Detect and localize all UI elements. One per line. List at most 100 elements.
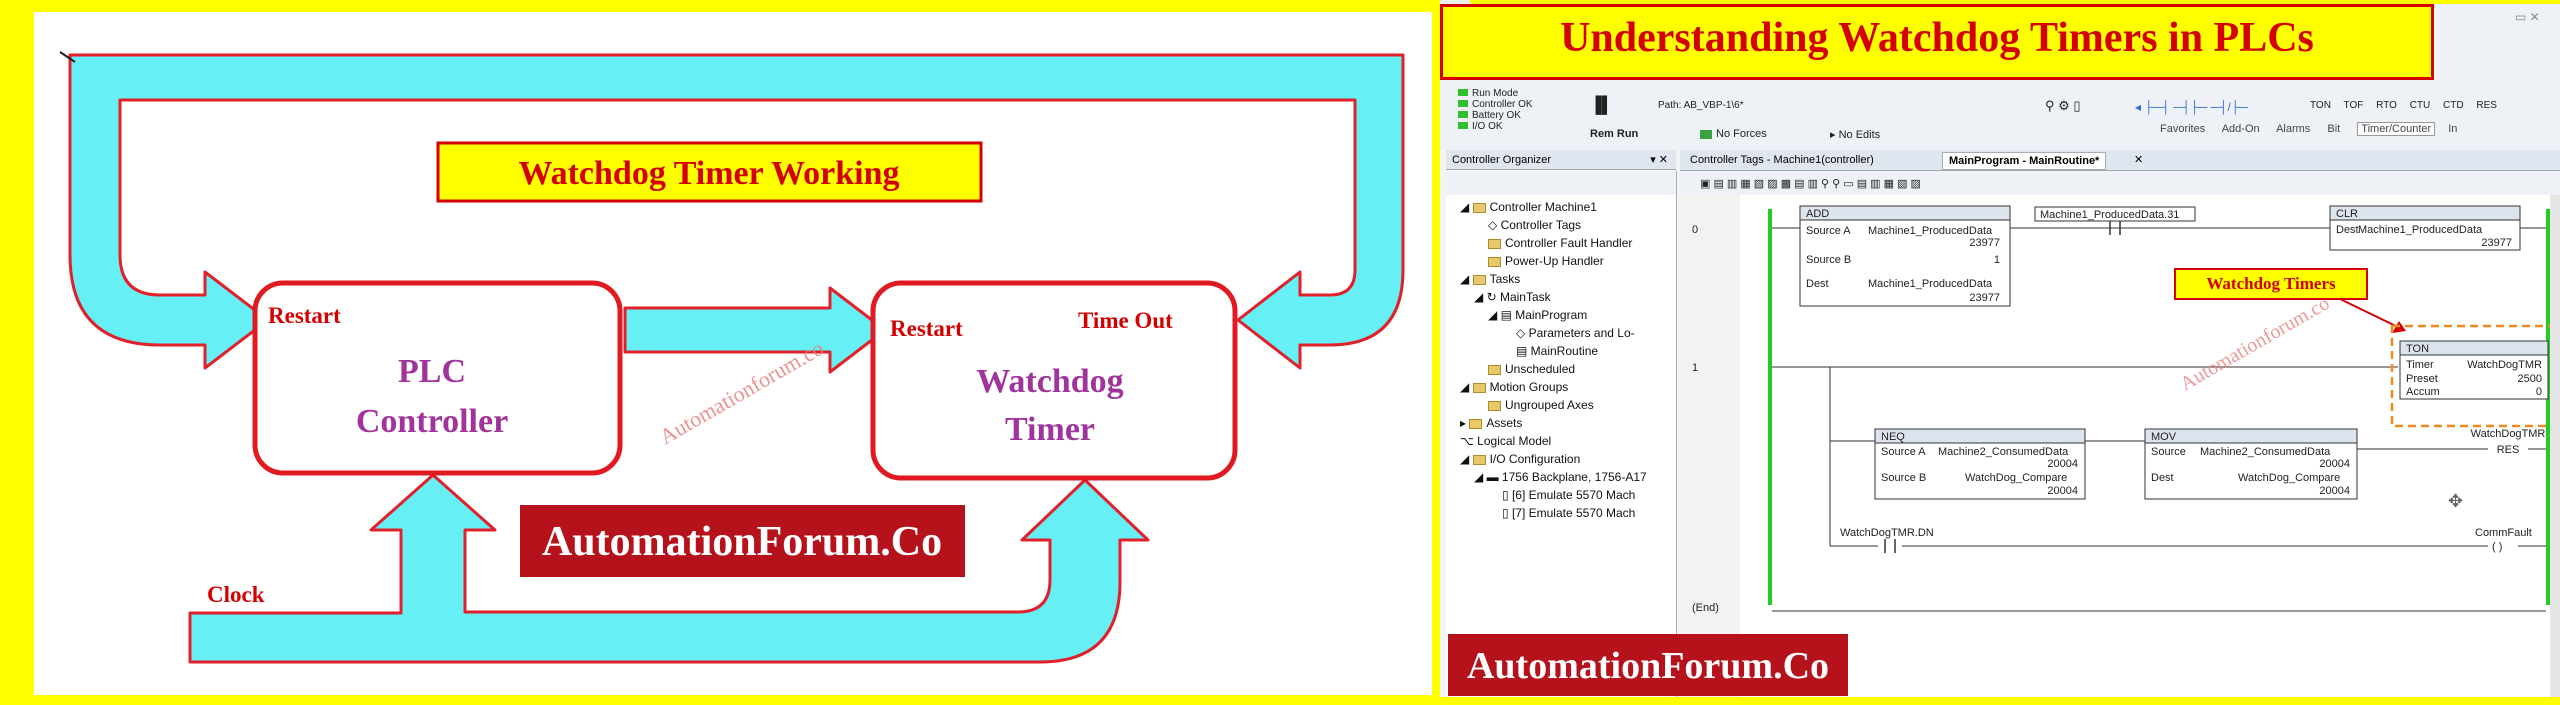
status-run: Run Mode <box>1458 88 1533 99</box>
rung-number-0: 0 <box>1692 224 1698 236</box>
organizer-header: Controller Organizer ▾ ✕ <box>1446 150 1676 170</box>
tree-item[interactable]: ▯ [7] Emulate 5570 Mach <box>1502 506 1636 520</box>
tree-item[interactable]: ▯ [6] Emulate 5570 Mach <box>1502 488 1636 502</box>
rung-icons[interactable]: ◂ ├─┤ ─┤├─ ─┤/├─ <box>2135 100 2248 114</box>
tab-timer-counter[interactable]: Timer/Counter <box>2357 122 2436 136</box>
rung-number-1: 1 <box>1692 362 1698 374</box>
tree-item[interactable]: ⌥ Logical Model <box>1460 434 1552 448</box>
ctd-button[interactable]: CTD <box>2443 100 2464 111</box>
plc-restart-label: Restart <box>268 303 341 328</box>
ton-preset: 2500 <box>2518 373 2542 385</box>
tab-in[interactable]: In <box>2448 123 2458 135</box>
res-coil[interactable]: RES <box>2497 444 2520 456</box>
callout-box <box>2174 268 2368 300</box>
loop-start-mark <box>59 51 76 63</box>
ote-gap <box>2488 539 2518 553</box>
ote-coil[interactable]: ( ) <box>2492 541 2502 553</box>
status-panel: Run Mode Controller OK Battery OK I/O OK <box>1458 88 1533 132</box>
add-src-a-label: Source A <box>1806 225 1851 237</box>
tab-add-on[interactable]: Add-On <box>2221 123 2260 135</box>
add-dest-label: Dest <box>1806 278 1829 290</box>
tab-favorites[interactable]: Favorites <box>2160 123 2206 135</box>
tree-item[interactable]: ◢ ▬ 1756 Backplane, 1756-A17 <box>1474 470 1647 484</box>
status-battery: Battery OK <box>1458 110 1533 121</box>
xic-contact[interactable] <box>2109 221 2121 235</box>
add-src-a-val: 23977 <box>1969 237 2000 249</box>
add-src-a: Machine1_ProducedData <box>1868 225 1993 237</box>
status-io: I/O OK <box>1458 121 1533 132</box>
add-name: ADD <box>1806 208 1829 220</box>
ladder-toolbar-icons[interactable]: ▣ ▤ ▥ ▦ ▧ ▨ ▩ ▤ ▥ ⚲ ⚲ ▭ ▤ ▥ ▦ ▧ ▨ <box>1700 178 1921 190</box>
clr-dest-val: 23977 <box>2481 237 2512 249</box>
tree-item[interactable]: ▸ Assets <box>1460 416 1523 430</box>
clr-name: CLR <box>2336 208 2358 220</box>
add-dest: Machine1_ProducedData <box>1868 278 1993 290</box>
mov-header <box>2144 428 2358 444</box>
callout-text: Watchdog Timers <box>2206 274 2336 293</box>
ton-preset-label: Preset <box>2406 373 2438 385</box>
clock-arrow <box>188 473 1150 664</box>
ton-button[interactable]: TON <box>2310 100 2331 111</box>
callout-arrow <box>2339 298 2403 330</box>
toolbar-icons[interactable]: ⚲ ⚙ ▯ <box>2045 98 2081 113</box>
title-banner <box>1440 4 2434 80</box>
mov-src: Machine2_ConsumedData <box>2200 446 2331 458</box>
tree-item[interactable]: ◇ Controller Tags <box>1488 218 1582 232</box>
instruction-buttons: TON TOF RTO CTU CTD RES <box>2310 100 2497 111</box>
window-controls[interactable]: ▭ ✕ <box>2515 10 2540 24</box>
tree-item[interactable]: ▤ MainRoutine <box>1516 344 1599 358</box>
tab-alarms[interactable]: Alarms <box>2276 123 2311 135</box>
plc-label-line1: PLC <box>398 353 466 390</box>
title-top-strip <box>1470 0 2560 4</box>
tree-item[interactable]: Unscheduled <box>1488 362 1575 376</box>
left-brand-box <box>520 505 965 577</box>
neq-src-b-label: Source B <box>1881 472 1926 484</box>
tab-close-icon[interactable]: ✕ <box>2134 154 2144 166</box>
ton-accum: 0 <box>2536 386 2542 398</box>
ctu-button[interactable]: CTU <box>2409 100 2431 111</box>
no-forces-label: No Forces <box>1700 128 1767 140</box>
plc-software-window: Run Mode Controller OK Battery OK I/O OK… <box>1440 0 2560 705</box>
ladder-toolbar <box>1680 171 2560 195</box>
left-brand-text: AutomationForum.Co <box>542 519 942 565</box>
tree-item[interactable]: ◢ Motion Groups <box>1460 380 1569 394</box>
tree-item[interactable]: Power-Up Handler <box>1488 254 1604 268</box>
move-cursor-icon: ✥ <box>2448 491 2463 511</box>
xic-tag-box <box>2034 206 2196 222</box>
tree-item[interactable]: ◢ I/O Configuration <box>1460 452 1581 466</box>
neq-src-a: Machine2_ConsumedData <box>1938 446 2069 458</box>
xic2-tag: WatchDogTMR.DN <box>1840 527 1934 539</box>
tab-bit[interactable]: Bit <box>2327 123 2341 135</box>
tree-item[interactable]: ◢ Controller Machine1 <box>1460 200 1597 214</box>
tof-button[interactable]: TOF <box>2343 100 2364 111</box>
feedback-loop-arrow <box>68 53 1405 370</box>
plc-controller-box <box>252 280 623 476</box>
add-block[interactable] <box>1799 205 2011 307</box>
tree-item[interactable]: Ungrouped Axes <box>1488 398 1594 412</box>
add-src-b-label: Source B <box>1806 254 1851 266</box>
organizer-close-icon[interactable]: ▾ ✕ <box>1650 154 1668 166</box>
ote-tag: CommFault <box>2475 527 2532 539</box>
mode-icon[interactable]: ▐▌ <box>1590 97 1613 114</box>
tree-item[interactable]: Controller Fault Handler <box>1488 236 1632 250</box>
add-dest-val: 23977 <box>1969 292 2000 304</box>
ton-timer: WatchDogTMR <box>2467 359 2542 371</box>
xic2-contact[interactable] <box>1884 539 1896 553</box>
right-brand-box <box>1448 634 1848 696</box>
vertical-scrollbar[interactable] <box>2550 195 2560 705</box>
right-frame-left <box>1436 0 1440 705</box>
neq-header <box>1874 428 2086 444</box>
tree-item[interactable]: ◢ ▤ MainProgram <box>1488 308 1588 322</box>
res-coil-bg <box>2488 442 2528 455</box>
tree-item[interactable]: ◇ Parameters and Lo- <box>1516 326 1635 340</box>
tree-item[interactable]: ◢ ↻ MainTask <box>1474 290 1551 304</box>
rto-button[interactable]: RTO <box>2376 100 2397 111</box>
tree-item[interactable]: ◢ Tasks <box>1460 272 1521 286</box>
mov-src-val: 20004 <box>2319 458 2350 470</box>
tab-main-routine[interactable]: MainProgram - MainRoutine* <box>1942 152 2107 170</box>
neq-src-a-val: 20004 <box>2047 458 2078 470</box>
res-button[interactable]: RES <box>2476 100 2497 111</box>
tab-controller-tags[interactable]: Controller Tags - Machine1(controller) <box>1690 154 1874 166</box>
diagram-heading: Watchdog Timer Working <box>518 155 899 192</box>
